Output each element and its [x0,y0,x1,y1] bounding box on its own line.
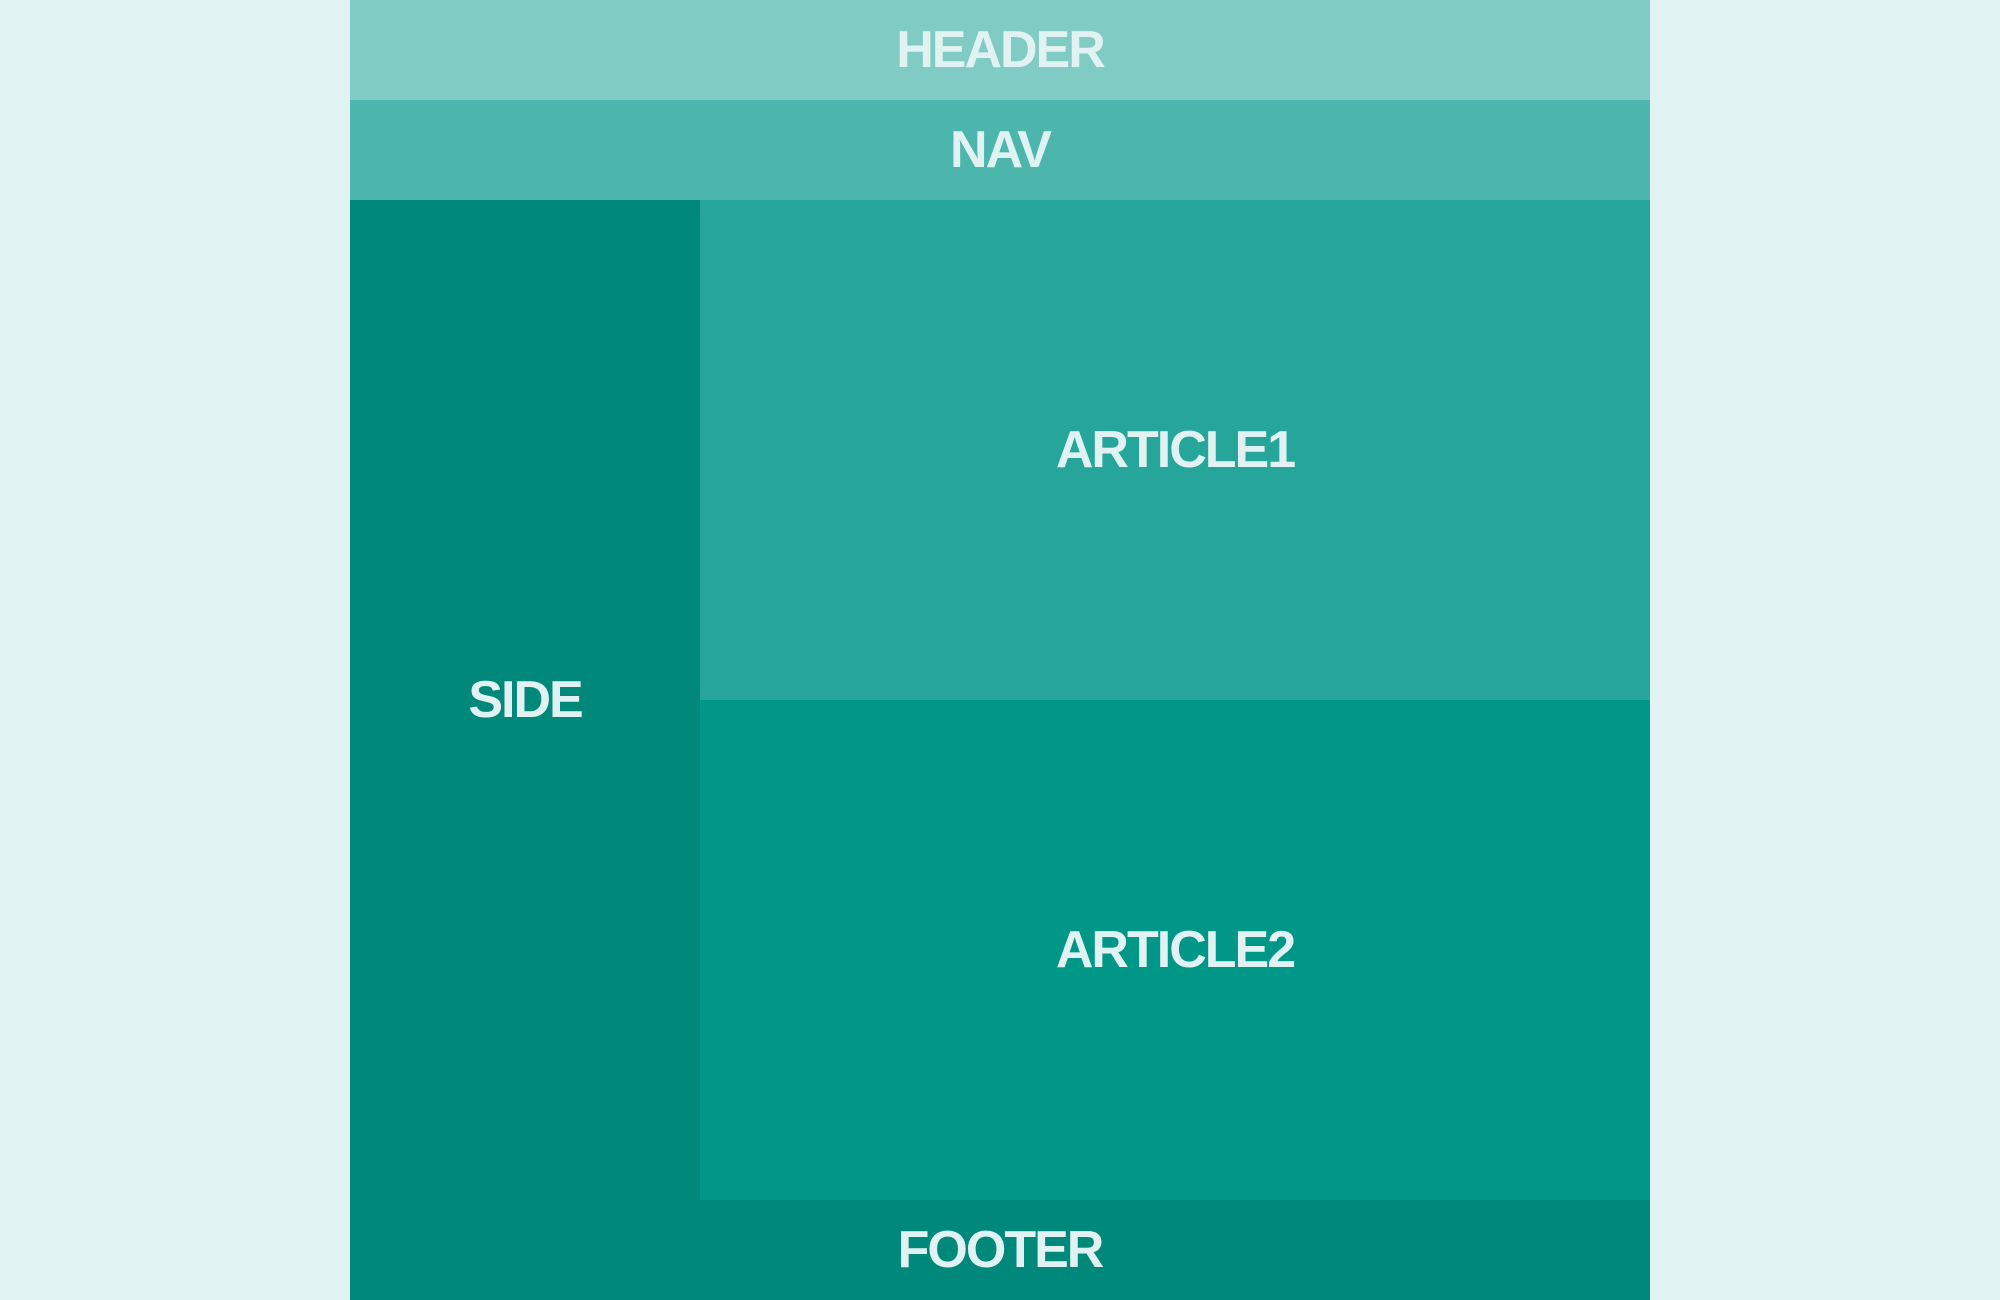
footer-block: FOOTER [350,1200,1650,1300]
article1-block: ARTICLE1 [700,200,1650,700]
header-block: HEADER [350,0,1650,100]
article1-label: ARTICLE1 [1055,421,1296,479]
header-label: HEADER [896,21,1106,79]
side-block: SIDE [350,200,700,1200]
side-label: SIDE [468,671,583,729]
article2-block: ARTICLE2 [700,700,1650,1200]
nav-block: NAV [350,100,1650,200]
article2-label: ARTICLE2 [1055,921,1296,979]
layout-grid: HEADER NAV SIDE ARTICLE1 ARTICLE2 FOOTER [350,0,1650,1300]
nav-label: NAV [950,121,1052,179]
footer-label: FOOTER [897,1221,1105,1279]
